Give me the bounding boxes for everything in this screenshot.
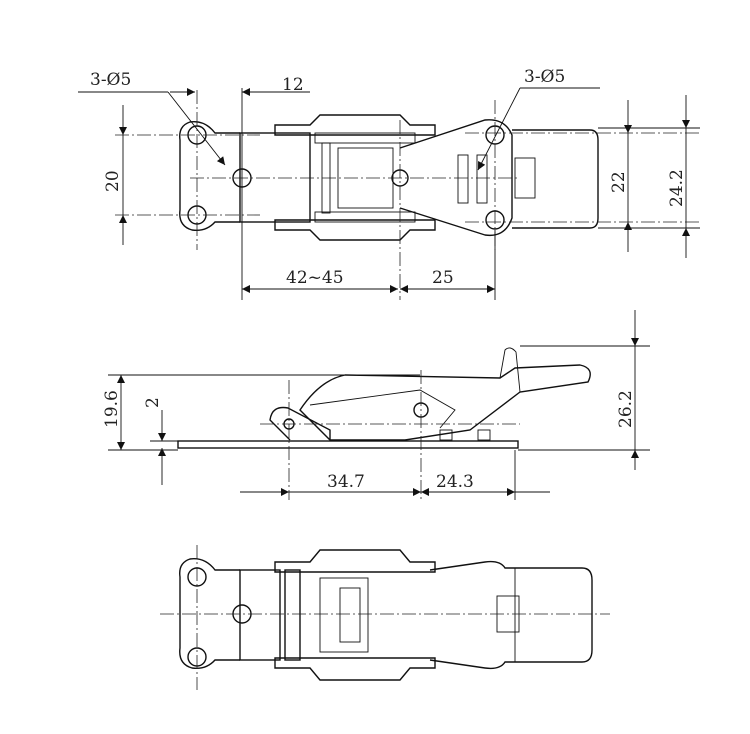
side-body (177, 347, 591, 500)
dimensions-top: 3-Ø5 12 20 42~45 25 3-Ø5 22 24.2 (78, 67, 700, 300)
dim-height-base: 19.6 (102, 390, 122, 428)
hook-plate (399, 119, 599, 237)
dim-length-right: 24.3 (436, 472, 474, 492)
dim-height-total: 26.2 (616, 390, 636, 428)
hole-callout-right: 3-Ø5 (524, 67, 565, 87)
top-view: 3-Ø5 12 20 42~45 25 3-Ø5 22 24.2 (78, 67, 700, 300)
dim-range: 42~45 (286, 268, 344, 288)
dim-hole-spacing: 20 (103, 170, 123, 192)
lever-links (274, 114, 436, 241)
dim-pitch: 25 (432, 268, 454, 288)
dim-length-left: 34.7 (327, 472, 365, 492)
side-view: 19.6 2 26.2 34.7 24.3 (102, 310, 650, 500)
dim-thickness: 2 (143, 397, 163, 408)
dim-width-inner: 22 (609, 171, 629, 193)
dim-offset: 12 (282, 75, 304, 95)
hole-callout-left: 3-Ø5 (90, 70, 131, 90)
dim-width-outer: 24.2 (667, 169, 687, 207)
dimensions-side: 19.6 2 26.2 34.7 24.3 (102, 310, 650, 500)
base-plate (179, 121, 311, 232)
bottom-view (160, 545, 610, 690)
centerlines (115, 90, 700, 300)
